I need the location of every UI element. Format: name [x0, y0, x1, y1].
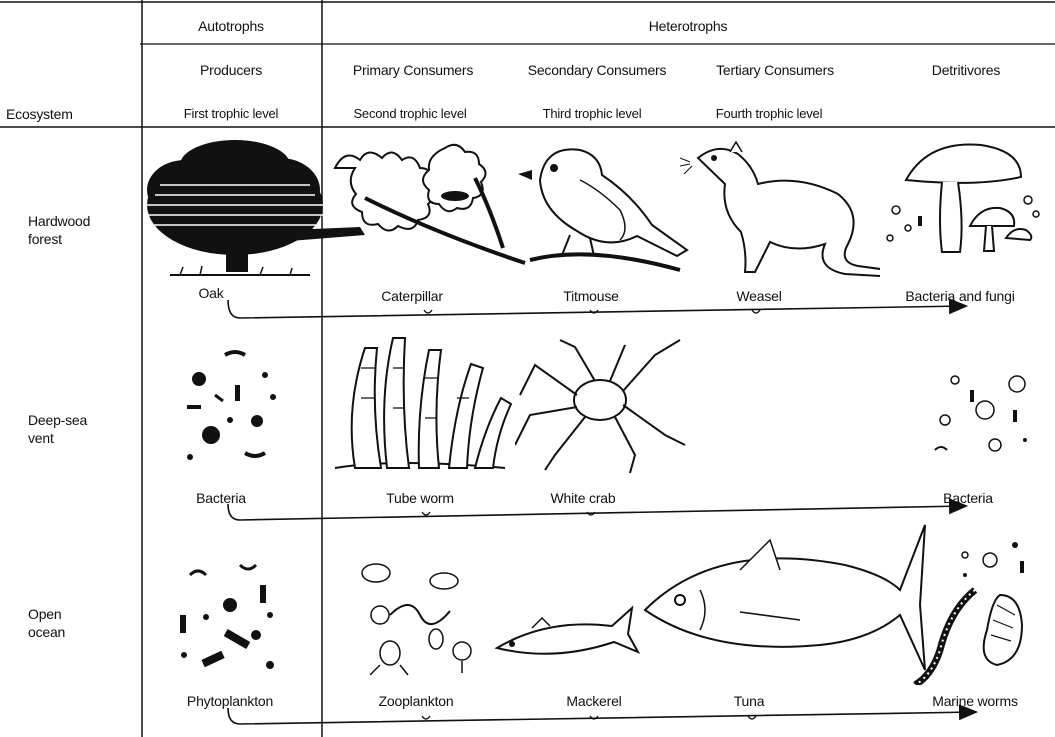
ecosystem-label-vent-2: vent — [28, 430, 54, 446]
phytoplankton-illustration — [170, 555, 285, 680]
white-crab-illustration — [515, 335, 690, 475]
tertiary-consumers-header: Tertiary Consumers — [716, 62, 834, 78]
zooplankton-illustration — [350, 555, 490, 680]
secondary-consumers-header: Secondary Consumers — [528, 62, 667, 78]
ecosystem-label-vent-1: Deep-sea — [28, 412, 87, 428]
ocean-chain-arrow — [228, 708, 975, 724]
marine-worms-illustration — [905, 535, 1040, 685]
titmouse-illustration — [510, 140, 690, 280]
heterotrophs-header: Heterotrophs — [649, 18, 728, 34]
ecosystem-label-ocean-2: ocean — [28, 624, 65, 640]
detritivores-header: Detritivores — [932, 62, 1000, 78]
autotrophs-header: Autotrophs — [198, 18, 264, 34]
tuna-illustration — [640, 520, 930, 680]
second-level-header: Second trophic level — [353, 106, 466, 121]
organism-label-zooplankton: Zooplankton — [379, 693, 454, 709]
organism-label-caterpillar: Caterpillar — [381, 288, 443, 304]
organism-label-white-crab: White crab — [551, 490, 616, 506]
ecosystem-label-forest-1: Hardwood — [28, 213, 90, 229]
organism-label-tuna: Tuna — [734, 693, 765, 709]
organism-label-oak: Oak — [198, 285, 223, 301]
organism-label-vent-detritus-bacteria: Bacteria — [943, 490, 993, 506]
vent-detritus-bacteria-illustration — [925, 350, 1035, 470]
ecosystem-label-ocean-1: Open — [28, 606, 61, 622]
organism-label-titmouse: Titmouse — [563, 288, 618, 304]
third-level-header: Third trophic level — [543, 106, 642, 121]
ecosystem-header: Ecosystem — [6, 106, 73, 122]
producers-header: Producers — [200, 62, 262, 78]
caterpillar-illustration — [325, 138, 535, 278]
fourth-level-header: Fourth trophic level — [716, 106, 823, 121]
organism-label-tube-worm: Tube worm — [386, 490, 454, 506]
tube-worm-illustration — [325, 328, 515, 478]
vent-chain-arrow — [228, 504, 965, 520]
organism-label-phytoplankton: Phytoplankton — [187, 693, 273, 709]
organism-label-vent-bacteria: Bacteria — [196, 490, 246, 506]
first-level-header: First trophic level — [184, 106, 278, 121]
fungi-illustration — [878, 138, 1048, 278]
weasel-illustration — [680, 138, 880, 278]
primary-consumers-header: Primary Consumers — [353, 62, 473, 78]
organism-label-weasel: Weasel — [736, 288, 781, 304]
organism-label-mackerel: Mackerel — [566, 693, 621, 709]
vent-bacteria-illustration — [175, 345, 285, 475]
mackerel-illustration — [492, 598, 642, 678]
ecosystem-label-forest-2: forest — [28, 231, 62, 247]
organism-label-marine-worms: Marine worms — [932, 693, 1018, 709]
organism-label-bacteria-fungi: Bacteria and fungi — [905, 288, 1014, 304]
